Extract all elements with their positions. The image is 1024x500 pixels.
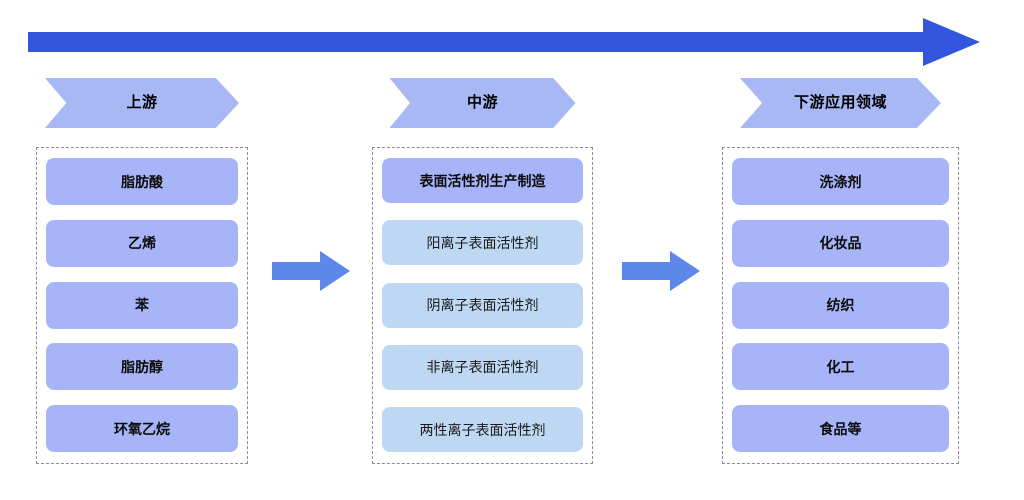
chevron-shape: [389, 78, 576, 128]
column-header-label: 下游应用领域: [793, 94, 887, 112]
list-item[interactable]: 化工: [732, 343, 949, 391]
midstream-to-downstream-arrow: [622, 251, 700, 291]
column-upstream: 上游 脂肪酸 乙烯 苯 脂肪醇 环氧乙烷: [36, 78, 248, 464]
column-items-downstream: 洗涤剂 化妆品 纺织 化工 食品等: [722, 147, 959, 464]
list-item[interactable]: 脂肪酸: [46, 158, 238, 205]
list-item[interactable]: 乙烯: [46, 219, 238, 267]
list-item[interactable]: 非离子表面活性剂: [382, 344, 583, 390]
column-header-upstream: 上游: [45, 78, 239, 128]
upstream-to-midstream-arrow: [272, 251, 350, 291]
list-item[interactable]: 纺织: [732, 281, 949, 329]
list-item[interactable]: 环氧乙烷: [46, 405, 238, 452]
column-downstream: 下游应用领域 洗涤剂 化妆品 纺织 化工 食品等: [722, 78, 959, 464]
column-header-midstream: 中游: [389, 78, 576, 128]
column-header-downstream: 下游应用领域: [740, 78, 941, 128]
column-header-label: 中游: [466, 94, 498, 112]
chevron-shape: [45, 78, 239, 128]
list-item[interactable]: 洗涤剂: [732, 158, 949, 205]
list-item[interactable]: 表面活性剂生产制造: [382, 158, 583, 203]
master-arrow-shape: [28, 18, 980, 66]
arrow-right-icon: [622, 251, 700, 291]
list-item[interactable]: 阳离子表面活性剂: [382, 220, 583, 266]
arrow-right-icon: [272, 251, 350, 291]
chevron-shape: [740, 78, 941, 128]
column-items-midstream: 表面活性剂生产制造 阳离子表面活性剂 阴离子表面活性剂 非离子表面活性剂 两性离…: [372, 147, 593, 464]
value-chain-direction-arrow: [28, 18, 980, 66]
list-item[interactable]: 阴离子表面活性剂: [382, 282, 583, 328]
list-item[interactable]: 食品等: [732, 405, 949, 452]
list-item[interactable]: 脂肪醇: [46, 343, 238, 391]
list-item[interactable]: 化妆品: [732, 219, 949, 267]
list-item[interactable]: 苯: [46, 281, 238, 329]
list-item[interactable]: 两性离子表面活性剂: [382, 407, 583, 452]
column-header-label: 上游: [126, 94, 158, 112]
column-midstream: 中游 表面活性剂生产制造 阳离子表面活性剂 阴离子表面活性剂 非离子表面活性剂 …: [372, 78, 593, 464]
column-items-upstream: 脂肪酸 乙烯 苯 脂肪醇 环氧乙烷: [36, 147, 248, 464]
